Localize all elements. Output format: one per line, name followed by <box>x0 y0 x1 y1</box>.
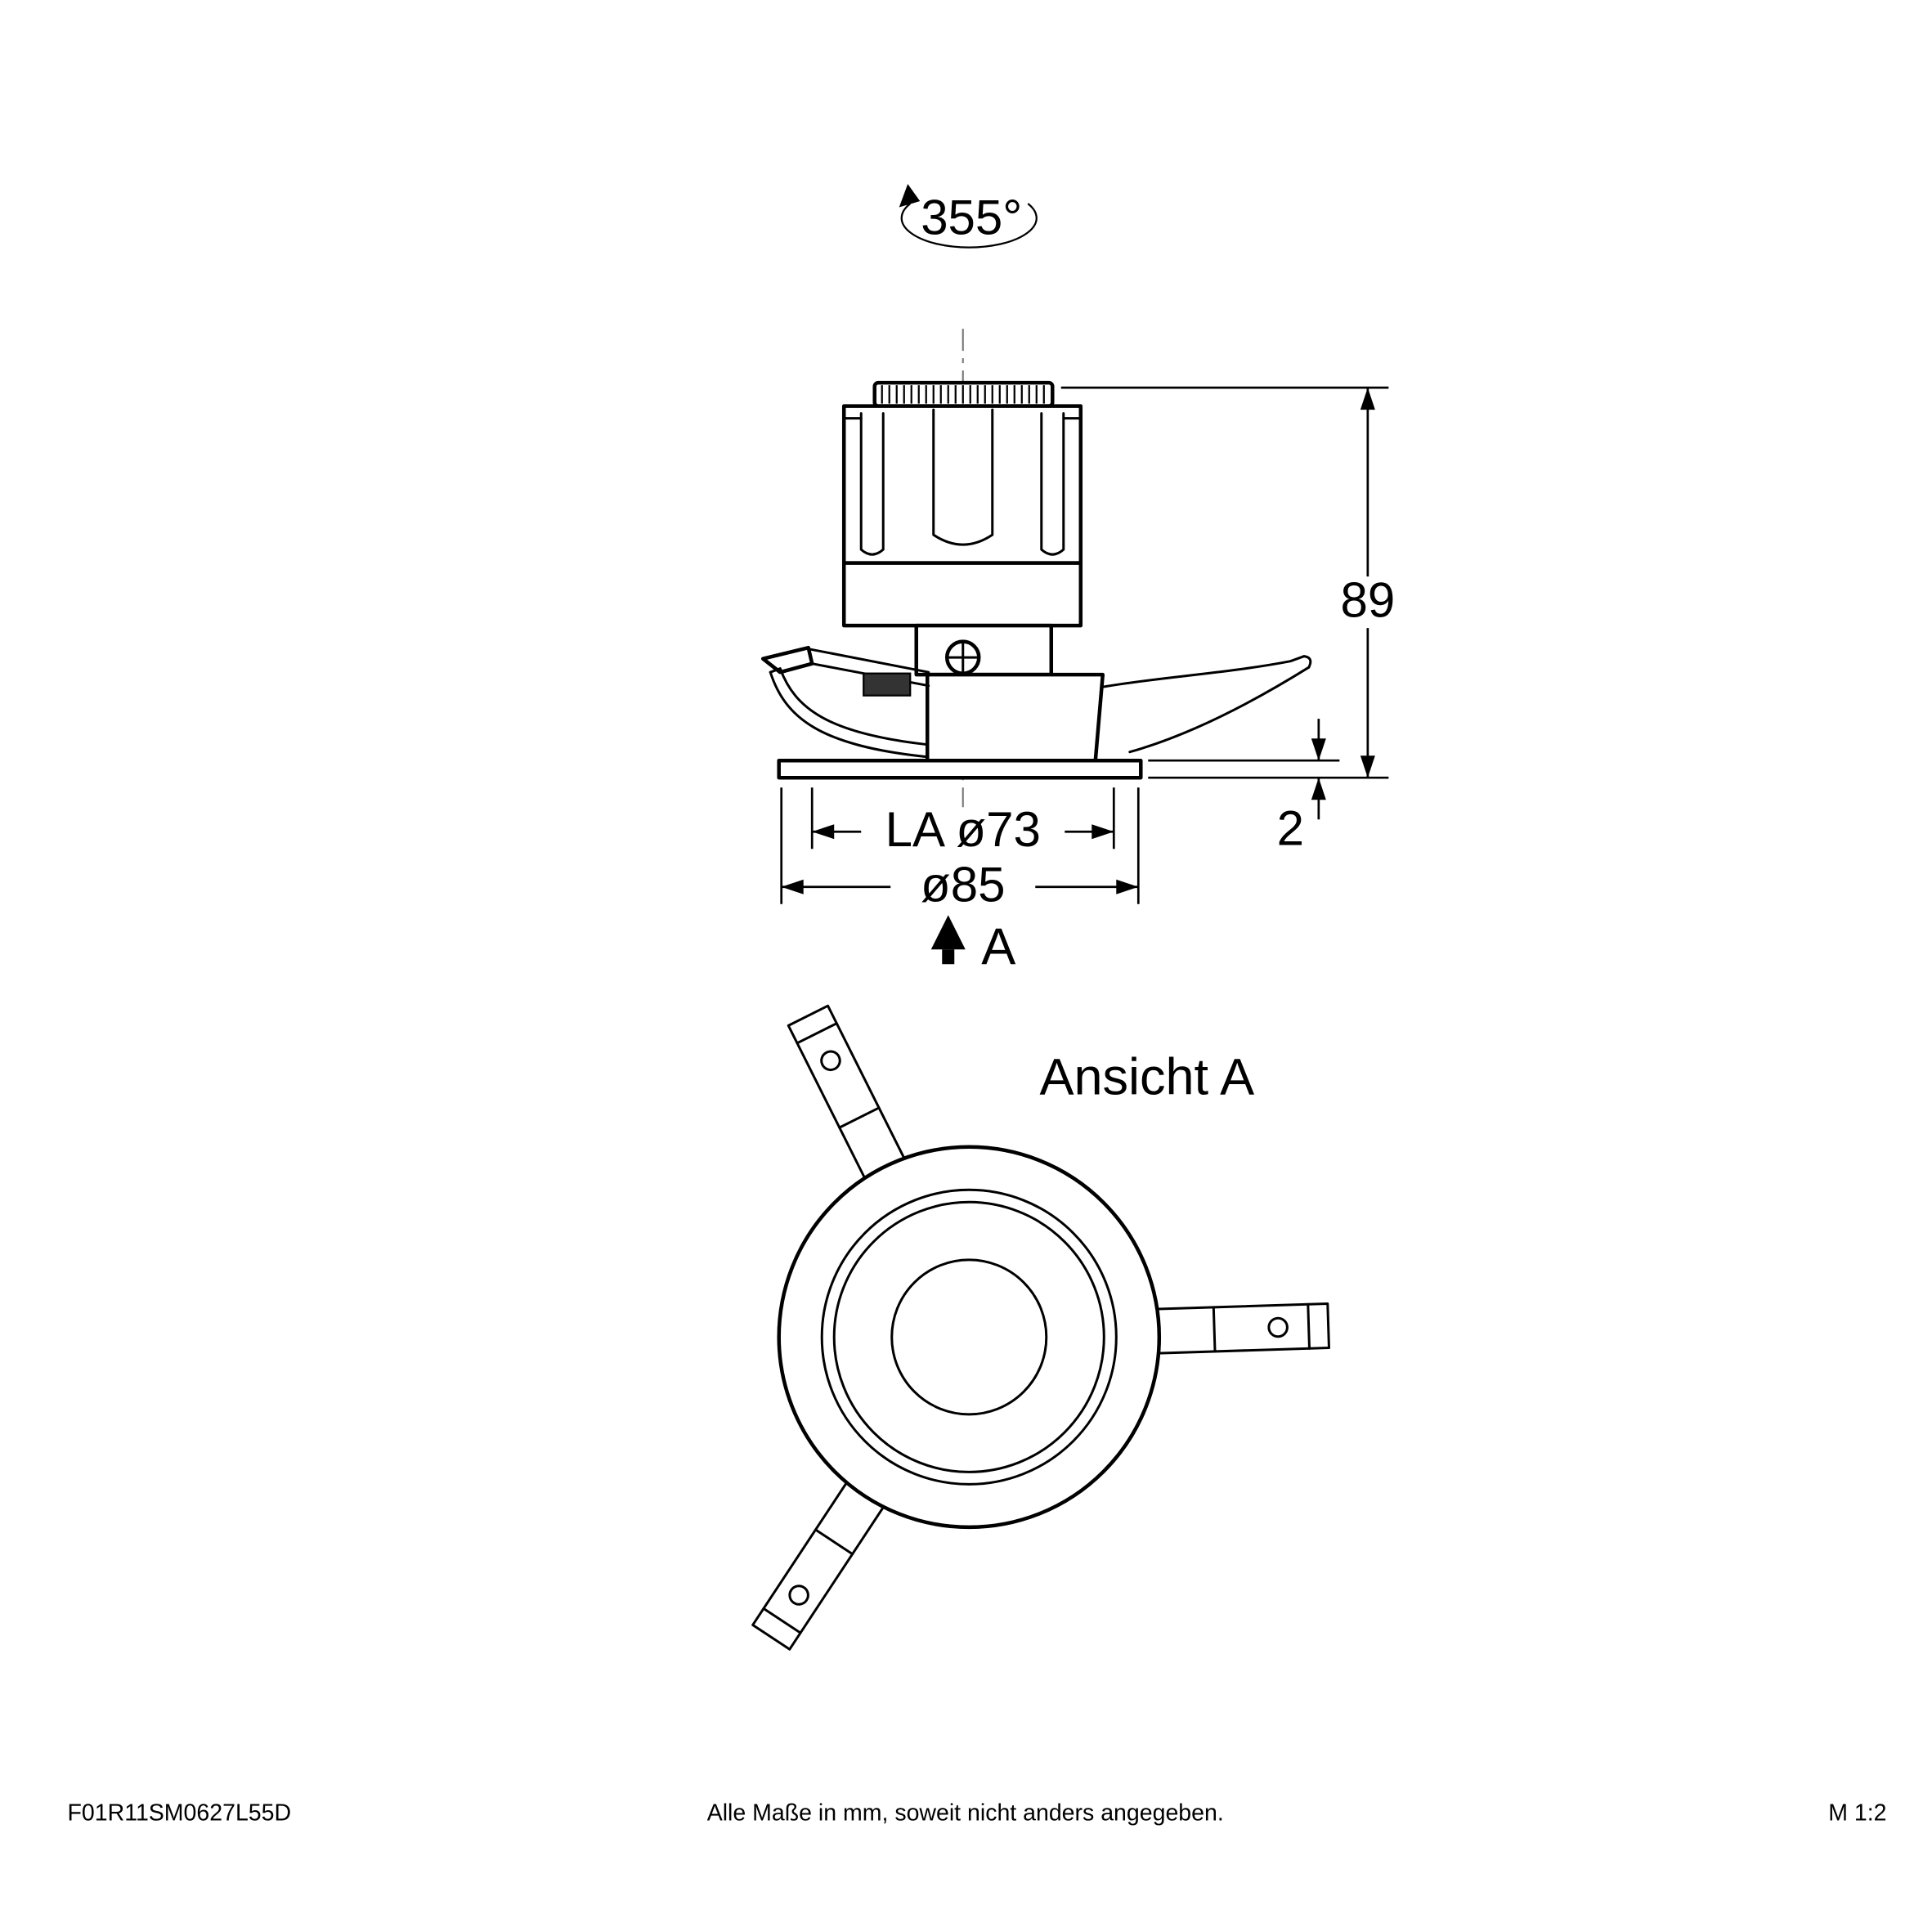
view-arrow-icon <box>930 915 966 950</box>
dimension-thickness: 2 <box>1148 719 1340 856</box>
slot-left <box>859 412 885 556</box>
spring-right <box>1101 655 1312 754</box>
knurling <box>881 385 1045 404</box>
top-view: Ansicht A <box>751 1004 1330 1651</box>
dim-cutout-value: LA ø73 <box>885 802 1041 857</box>
reflector-ring-inner <box>832 1200 1105 1473</box>
neck-block <box>914 623 1054 677</box>
scale-label: M 1:2 <box>1828 1800 1886 1826</box>
dim-thickness-value: 2 <box>1277 801 1304 856</box>
article-code: F01R11SM0627L55D <box>68 1800 292 1826</box>
slot-center <box>932 408 994 546</box>
mount-arm-right <box>1138 1302 1330 1356</box>
spring-left <box>760 645 930 759</box>
rotation-indicator: 355° <box>899 184 1038 249</box>
slot-right <box>1040 412 1065 556</box>
view-direction-marker: A <box>930 915 1015 975</box>
dimension-diameter: ø85 <box>780 787 1140 912</box>
spring-tab <box>863 672 912 697</box>
top-view-title: Ansicht A <box>1039 1048 1254 1105</box>
side-view: 355° <box>760 184 1395 975</box>
lamp-aperture <box>890 1258 1048 1416</box>
dimension-height: 89 <box>1060 386 1395 779</box>
dim-diameter-value: ø85 <box>921 858 1005 912</box>
rotation-arrowhead <box>899 184 921 208</box>
dimension-note: Alle Maße in mm, soweit nicht anders ang… <box>707 1800 1224 1826</box>
rotation-label: 355° <box>921 191 1022 245</box>
title-block: F01R11SM0627L55D Alle Maße in mm, soweit… <box>68 1800 1887 1826</box>
luminaire-side <box>760 380 1312 780</box>
dimension-cutout: LA ø73 <box>810 787 1115 857</box>
trim-flange <box>777 758 1143 780</box>
driver-band <box>841 561 1083 628</box>
trim-outer-ring <box>777 1145 1162 1530</box>
dim-height-value: 89 <box>1340 573 1395 628</box>
screw-icon <box>944 639 981 675</box>
recessed-can <box>925 672 1105 763</box>
view-direction-label: A <box>981 918 1015 975</box>
reflector-ring-outer <box>820 1188 1118 1486</box>
heatsink-body <box>841 404 1083 565</box>
